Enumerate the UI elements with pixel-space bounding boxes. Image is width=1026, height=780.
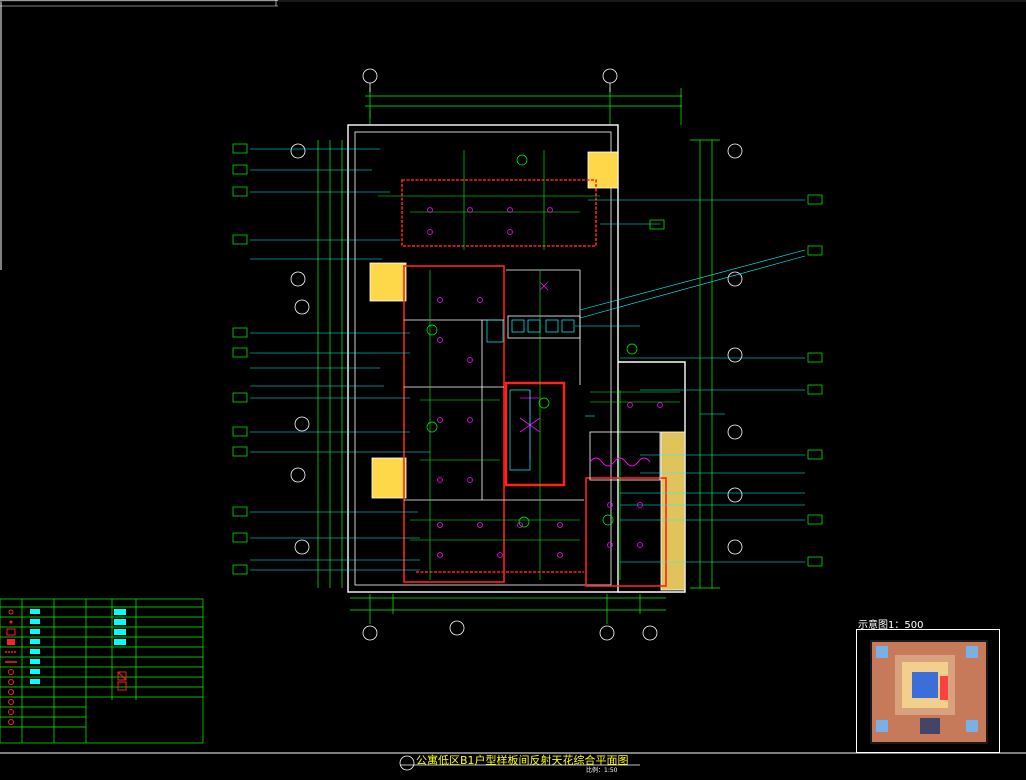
tags-right <box>649 194 823 567</box>
title-underline <box>399 755 640 771</box>
right-dimensions <box>690 139 720 589</box>
drawing-scale: 比例：1:50 <box>586 767 618 774</box>
leaders-right <box>575 199 806 563</box>
room-tags <box>426 154 638 528</box>
axis-bubbles-top <box>362 68 618 92</box>
wall-outline <box>347 124 686 593</box>
axis-bubbles-bottom <box>362 620 658 641</box>
hatched-columns <box>369 151 686 591</box>
interior-dimension-lines <box>378 150 680 580</box>
drawing-title: 公寓低区B1户型样板间反射天花综合平面图 <box>416 754 629 767</box>
keymap-label: 示意图1：500 <box>858 620 924 631</box>
title-block: 公寓低区B1户型样板间反射天花综合平面图 比例：1:50 <box>380 752 680 778</box>
fixture-squares <box>486 319 575 471</box>
drawing-frame <box>0 0 1026 754</box>
legend-table <box>0 598 204 744</box>
keymap-frame <box>856 629 1000 753</box>
bottom-dimensions <box>350 594 666 624</box>
axis-bubbles-right <box>727 143 743 555</box>
tags-left <box>232 143 248 575</box>
ceiling-red-edges <box>401 179 667 587</box>
axis-bubbles-left <box>290 143 310 555</box>
interior-walls <box>404 269 661 501</box>
legend-symbols <box>5 609 127 725</box>
top-dimensions <box>365 88 682 125</box>
left-dimensions <box>317 140 343 588</box>
leaders-left <box>250 148 430 571</box>
keymap-plan <box>870 640 988 744</box>
